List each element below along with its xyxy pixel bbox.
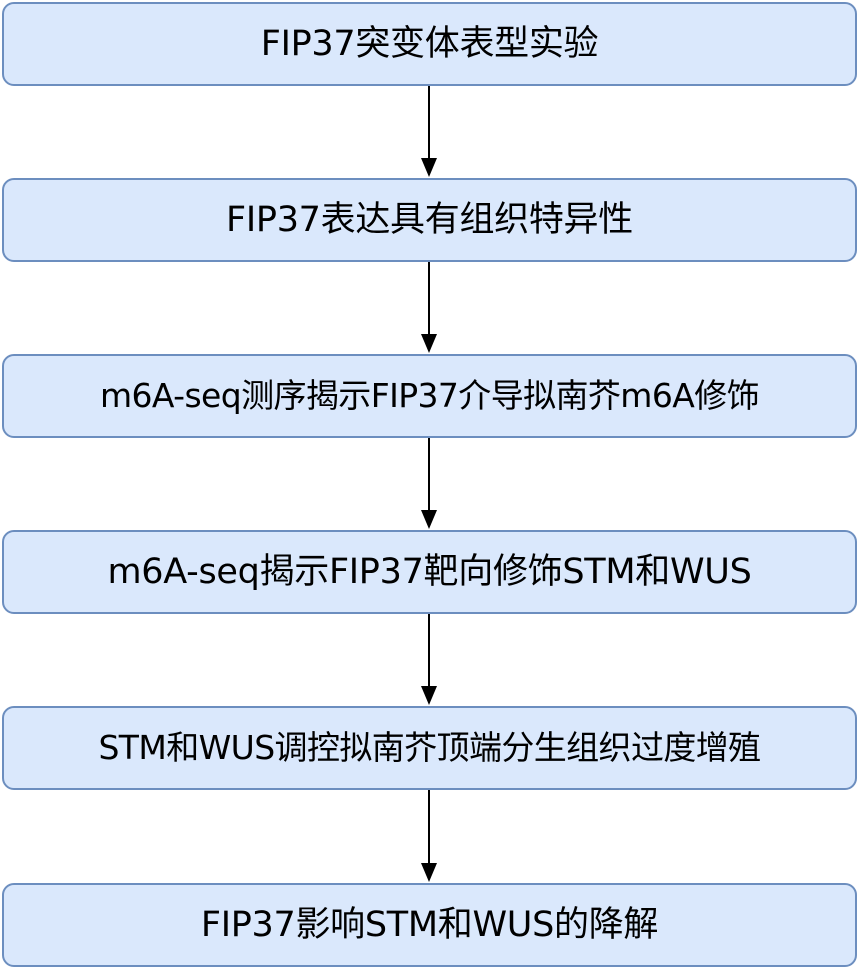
flow-step-m6a-seq-sequencing: m6A-seq测序揭示FIP37介导拟南芥m6A修饰 [2,354,857,438]
flow-step-target-modification: m6A-seq揭示FIP37靶向修饰STM和WUS [2,530,857,614]
arrow-4-to-5 [421,614,437,705]
flow-step-degradation: FIP37影响STM和WUS的降解 [2,883,857,967]
arrow-1-to-2 [421,86,437,177]
arrow-5-to-6 [421,790,437,882]
flow-step-label: STM和WUS调控拟南芥顶端分生组织过度增殖 [98,727,761,767]
flow-step-label: FIP37突变体表型实验 [260,23,599,64]
flow-step-tissue-specific-expression: FIP37表达具有组织特异性 [2,178,857,262]
flow-step-label: m6A-seq揭示FIP37靶向修饰STM和WUS [107,551,752,592]
flow-step-label: m6A-seq测序揭示FIP37介导拟南芥m6A修饰 [99,375,760,415]
arrow-3-to-4 [421,438,437,529]
flow-step-label: FIP37影响STM和WUS的降解 [200,904,659,945]
flow-step-phenotype-experiment: FIP37突变体表型实验 [2,2,857,86]
arrow-2-to-3 [421,262,437,353]
flow-step-meristem-regulation: STM和WUS调控拟南芥顶端分生组织过度增殖 [2,706,857,790]
flow-step-label: FIP37表达具有组织特异性 [226,199,633,240]
